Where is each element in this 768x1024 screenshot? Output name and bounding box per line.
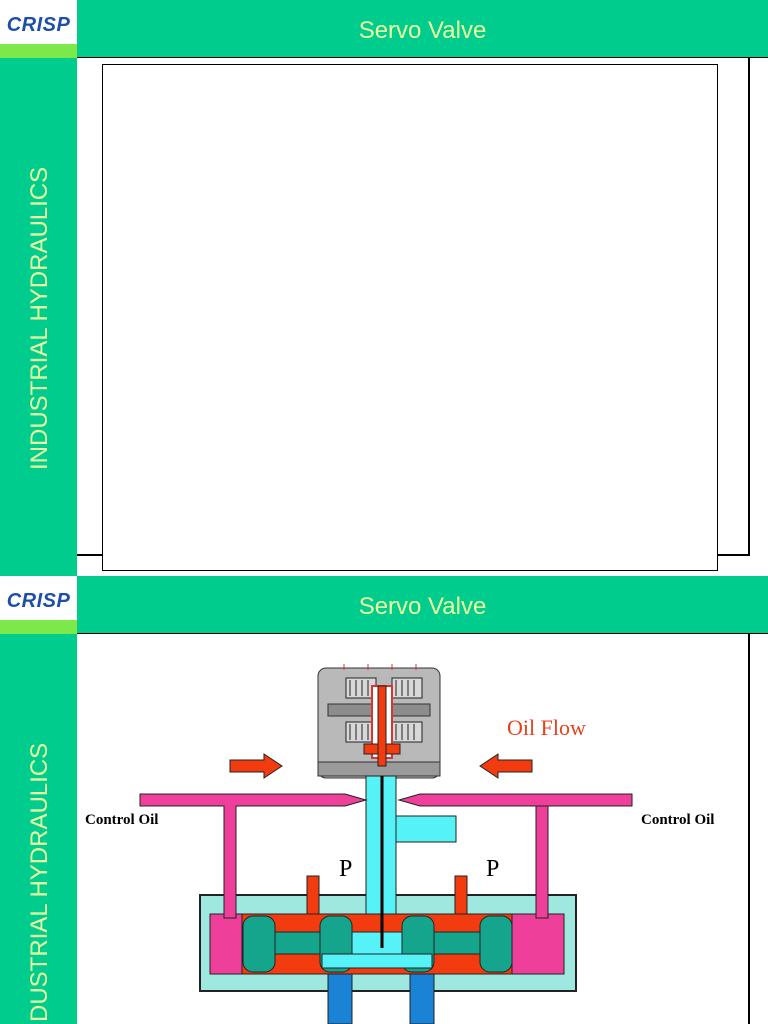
slide-2: CRISP Servo Valve INDUSTRIAL HYDRAULICS (0, 576, 768, 1024)
slide-title: Servo Valve (358, 17, 487, 44)
oil-flow-label: Oil Flow (507, 715, 586, 740)
embedded-image-frame (102, 64, 718, 571)
pressure-label-right: P (486, 856, 500, 882)
content-area (77, 58, 750, 571)
logo-text: CRISP (6, 590, 71, 612)
logo-accent-bar (0, 620, 77, 634)
title-bar: Servo Valve (77, 0, 768, 58)
side-bar: INDUSTRIAL HYDRAULICS (0, 58, 77, 576)
slide-1: CRISP Servo Valve INDUSTRIAL HYDRAULICS (0, 0, 768, 576)
logo-text: CRISP (6, 14, 71, 36)
outlet-port-left (327, 973, 353, 1024)
control-oil-label-right: Control Oil (641, 812, 715, 828)
slide-title: Servo Valve (358, 593, 487, 620)
torque-motor (317, 664, 441, 779)
pressure-port-left (306, 875, 320, 917)
servo-valve-diagram (139, 664, 633, 1024)
control-oil-line-right (397, 793, 633, 919)
sidebar-title: INDUSTRIAL HYDRAULICS (26, 166, 53, 470)
pressure-label-left: P (339, 856, 353, 882)
control-oil-line-left (139, 793, 368, 919)
side-bar: INDUSTRIAL HYDRAULICS (0, 634, 77, 1024)
crisp-logo: CRISP (0, 0, 77, 58)
outlet-port-right (409, 973, 435, 1024)
crisp-logo: CRISP (0, 576, 77, 634)
control-oil-label-left: Control Oil (85, 812, 159, 828)
pressure-port-right (454, 875, 468, 917)
content-area (77, 634, 750, 1024)
arrow-left-icon (479, 753, 533, 779)
logo-accent-bar (0, 44, 77, 58)
arrow-right-icon (229, 753, 283, 779)
title-bar: Servo Valve (77, 576, 768, 634)
